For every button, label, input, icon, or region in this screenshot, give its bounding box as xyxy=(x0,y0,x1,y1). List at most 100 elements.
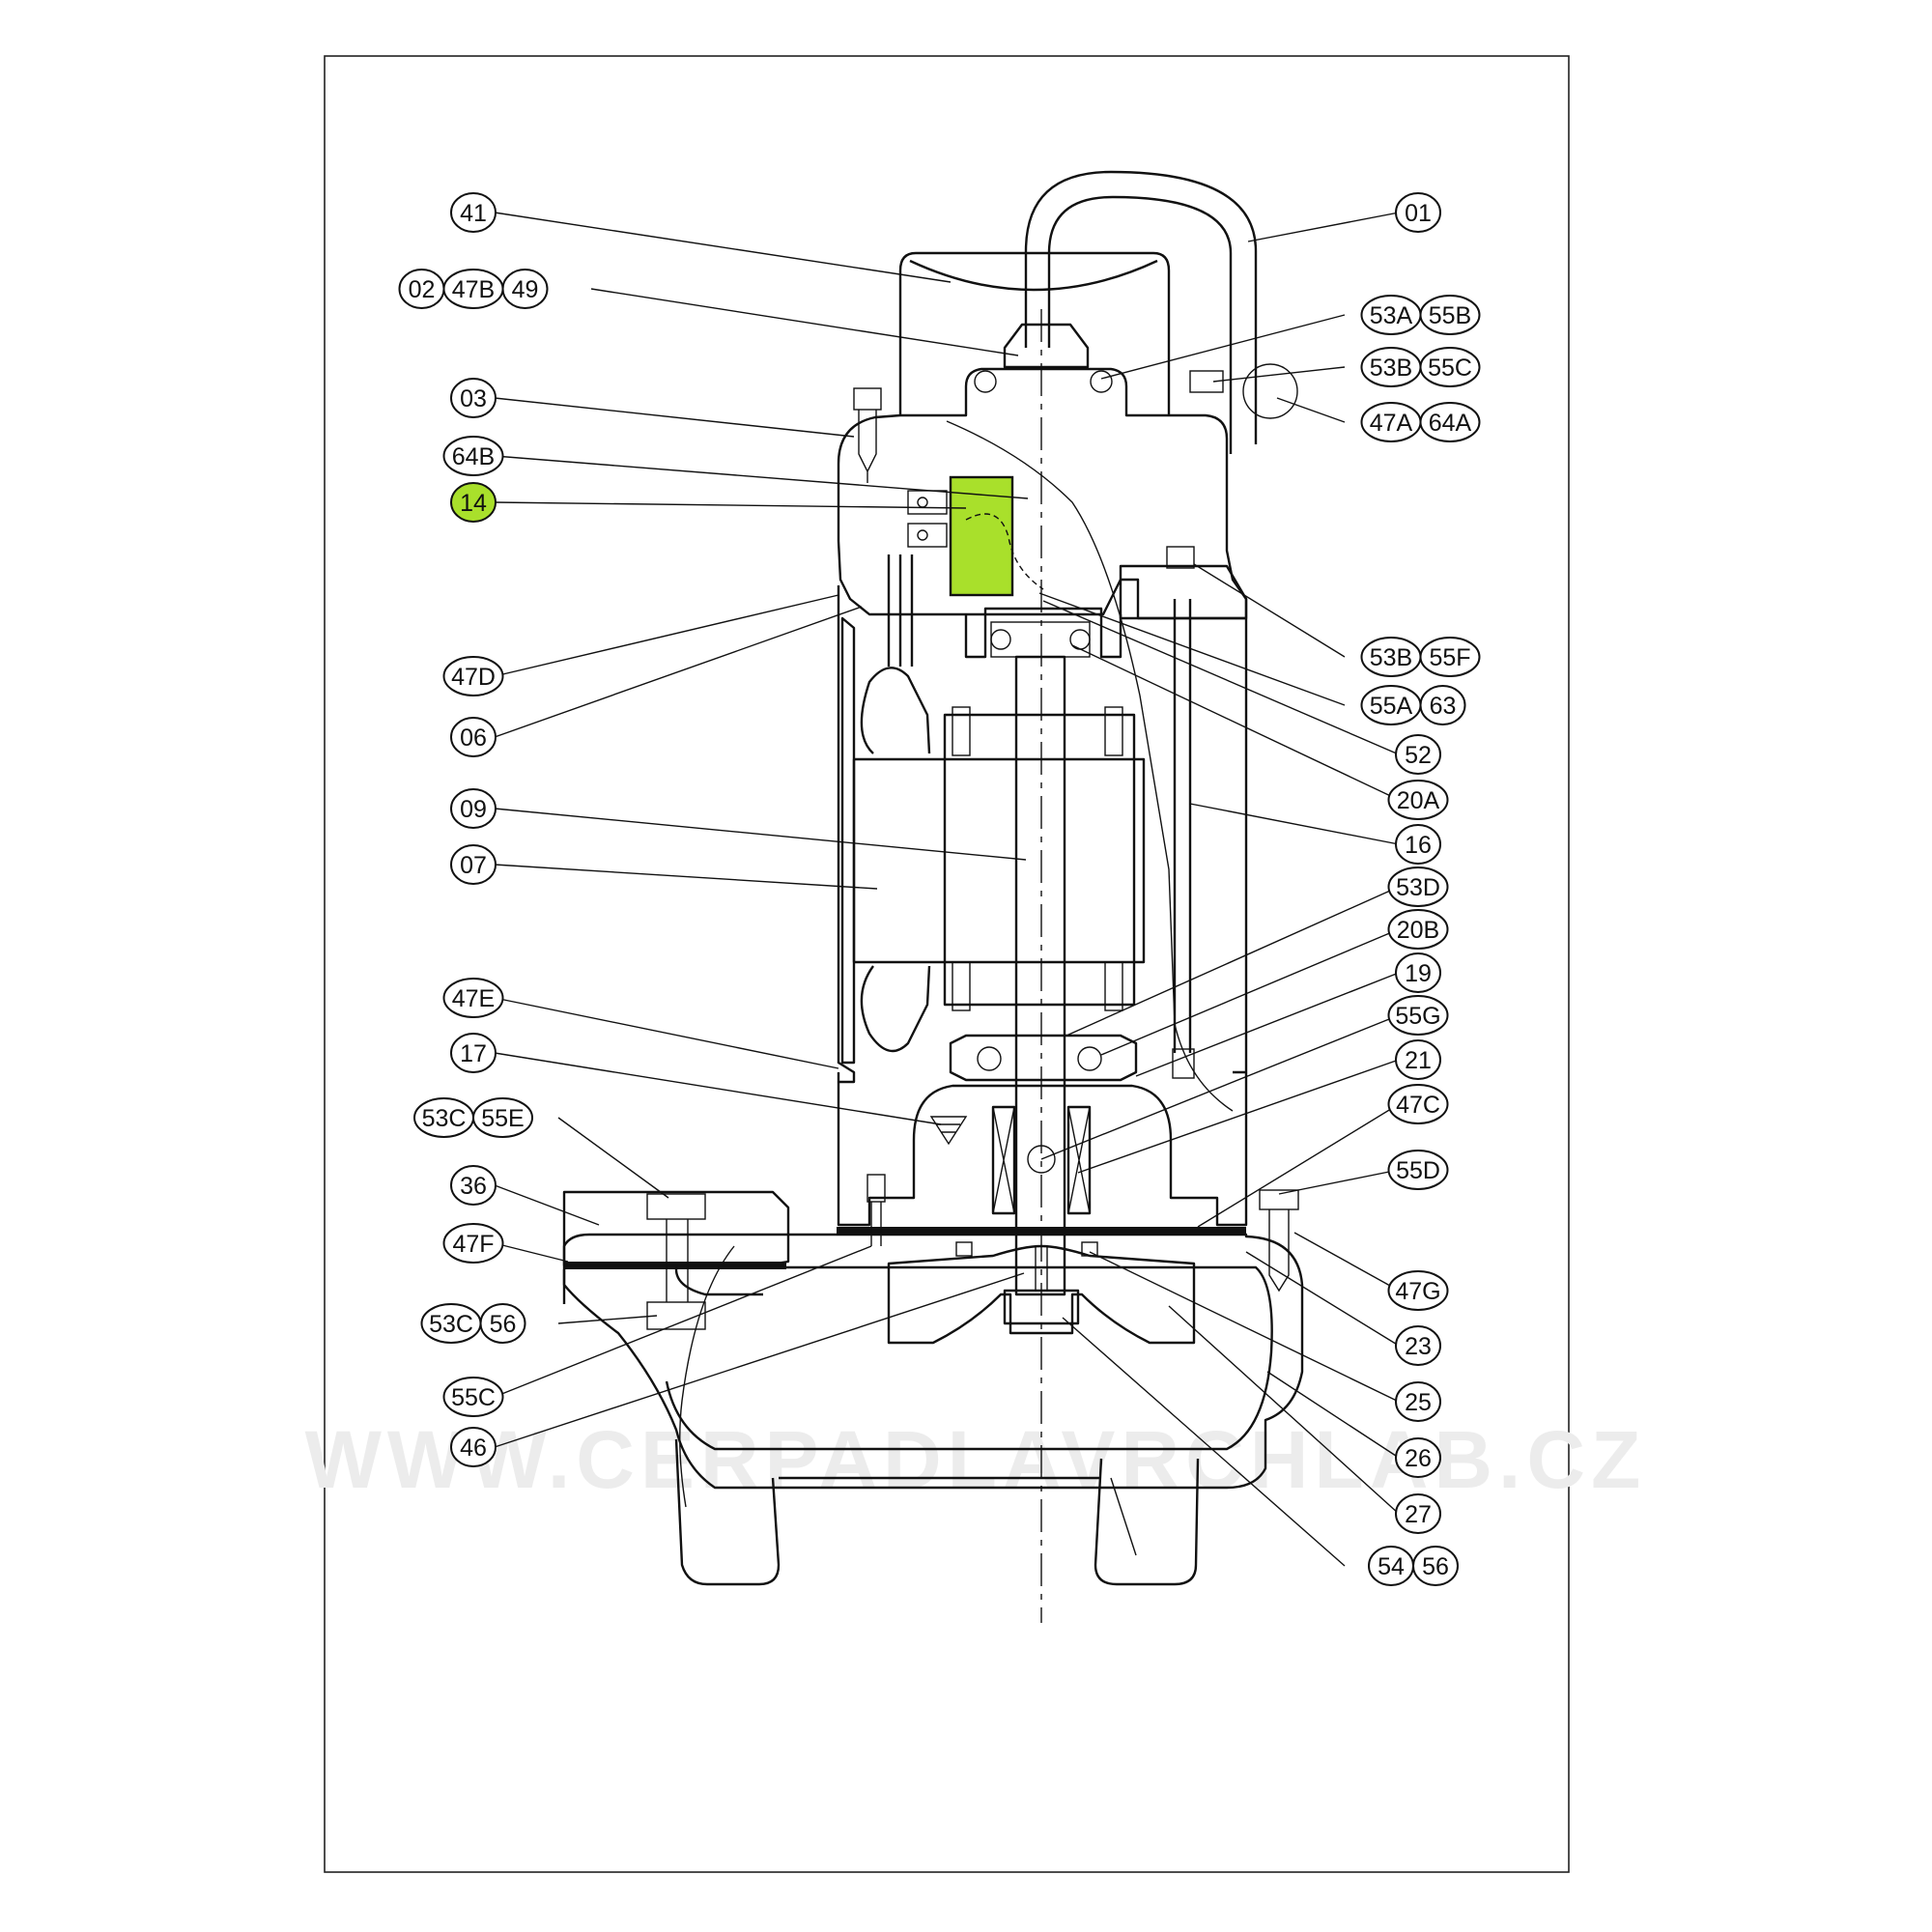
callout-label: 47F xyxy=(452,1231,494,1258)
discharge-flange xyxy=(562,1190,790,1267)
seal-cross-left xyxy=(992,1106,1015,1214)
wear-ring-left xyxy=(955,1241,973,1257)
tie-rod xyxy=(1173,599,1192,1053)
callout-23: 23 xyxy=(1395,1325,1441,1366)
leader-09 xyxy=(494,808,1027,861)
callout-label: 64B xyxy=(452,443,495,470)
foot-left xyxy=(674,1438,781,1586)
terminal-upper-screw xyxy=(917,497,928,508)
cable-clamp-bolt xyxy=(1166,546,1195,569)
leader-02-47B-49 xyxy=(590,288,1019,356)
callout-label: 47A xyxy=(1370,410,1413,437)
callout-label: 55E xyxy=(481,1105,524,1132)
mechanical-seal-right xyxy=(1066,1105,1092,1215)
discharge-bolt-nut-bottom xyxy=(646,1301,706,1330)
drawing-frame xyxy=(324,55,1570,1873)
callout-26: 26 xyxy=(1395,1437,1441,1478)
callout-bubble xyxy=(442,436,504,476)
callout-47F: 47F xyxy=(442,1223,504,1264)
callout-label: 20B xyxy=(1397,917,1439,944)
top-screw-left xyxy=(974,370,997,393)
callout-label: 55C xyxy=(1428,355,1472,382)
leader-53C-56 xyxy=(557,1315,658,1324)
leader-52 xyxy=(1042,600,1400,755)
callout-bubble xyxy=(450,1427,497,1467)
callout-47E: 47E xyxy=(442,978,504,1018)
callout-label: 47B xyxy=(452,276,495,303)
callout-bubble xyxy=(1419,295,1481,335)
leader-26 xyxy=(1266,1371,1400,1459)
callout-label: 55F xyxy=(1429,644,1470,671)
rotor-slot-br xyxy=(1104,961,1123,1011)
callout-label: 53D xyxy=(1396,874,1440,901)
leader-07 xyxy=(494,864,878,890)
callout-label: 64A xyxy=(1429,410,1472,437)
discharge-bolt-head-top xyxy=(646,1193,706,1220)
stator-winding-bottom xyxy=(860,965,931,1053)
callout-label: 27 xyxy=(1405,1501,1432,1528)
callout-19: 19 xyxy=(1395,952,1441,993)
callout-47D: 47D xyxy=(442,656,504,696)
callout-03: 03 xyxy=(450,378,497,418)
gasket-47F xyxy=(564,1262,786,1269)
upper-bearing-housing xyxy=(964,607,1122,659)
callout-bubble xyxy=(501,269,549,309)
stator-winding-top xyxy=(860,667,931,754)
left-cover-bolt-head xyxy=(853,387,882,411)
callout-17: 17 xyxy=(450,1033,497,1073)
leader-54-56 xyxy=(1062,1317,1346,1567)
callout-label: 49 xyxy=(512,276,539,303)
pump-drawing xyxy=(562,170,1304,1623)
callout-55C: 55C xyxy=(442,1377,504,1417)
callout-label: 16 xyxy=(1405,832,1432,859)
callout-label: 26 xyxy=(1405,1445,1432,1472)
callout-bubble xyxy=(1395,1493,1441,1534)
leader-01 xyxy=(1247,212,1400,242)
callout-label: 06 xyxy=(460,724,487,752)
callout-54-56: 54 56 xyxy=(1368,1546,1459,1586)
callout-bubble xyxy=(1387,909,1449,950)
callout-bubble xyxy=(1395,824,1441,865)
callout-bubble xyxy=(1419,637,1481,677)
callout-label: 03 xyxy=(460,385,487,412)
foot-right-rib xyxy=(1110,1477,1137,1556)
leader-53B-55C xyxy=(1212,366,1346,383)
callout-bubble xyxy=(1395,952,1441,993)
callout-bubble xyxy=(450,192,497,233)
lower-bearing-ball-right xyxy=(1077,1046,1102,1071)
callout-bubble xyxy=(1395,192,1441,233)
callout-label: 63 xyxy=(1430,693,1457,720)
volute-inner xyxy=(665,1265,1273,1451)
callout-bubble xyxy=(450,717,497,757)
callout-27: 27 xyxy=(1395,1493,1441,1534)
right-cover-bolt-head xyxy=(1189,370,1224,393)
leader-19 xyxy=(1135,972,1400,1077)
lower-bearing-housing xyxy=(949,1034,1138,1082)
callout-bubble xyxy=(442,1223,504,1264)
cutaway-edge xyxy=(946,420,1234,1112)
callout-label: 56 xyxy=(1422,1553,1449,1580)
discharge-bolt-shank xyxy=(666,1219,689,1302)
leader-27 xyxy=(1168,1305,1400,1515)
leader-53C-55E xyxy=(557,1117,669,1199)
top-screw-right xyxy=(1090,370,1113,393)
cable-clamp xyxy=(1119,564,1248,620)
callout-label: 53A xyxy=(1370,302,1413,329)
rotor-slot-bl xyxy=(952,961,971,1011)
callout-06: 06 xyxy=(450,717,497,757)
callout-label: 55G xyxy=(1395,1003,1440,1030)
top-cover xyxy=(837,367,1248,620)
callout-label: 54 xyxy=(1378,1553,1405,1580)
callout-21: 21 xyxy=(1395,1039,1441,1080)
callout-label: 53C xyxy=(422,1105,467,1132)
wear-ring-right xyxy=(1081,1241,1098,1257)
callout-47C: 47C xyxy=(1387,1084,1449,1124)
rotor-slot-tl xyxy=(952,706,971,756)
flange-bolt-left-shank xyxy=(870,1202,882,1246)
lifting-handle xyxy=(898,251,1171,415)
callout-label: 02 xyxy=(409,276,436,303)
flange-bolt-right-head xyxy=(1259,1189,1299,1210)
